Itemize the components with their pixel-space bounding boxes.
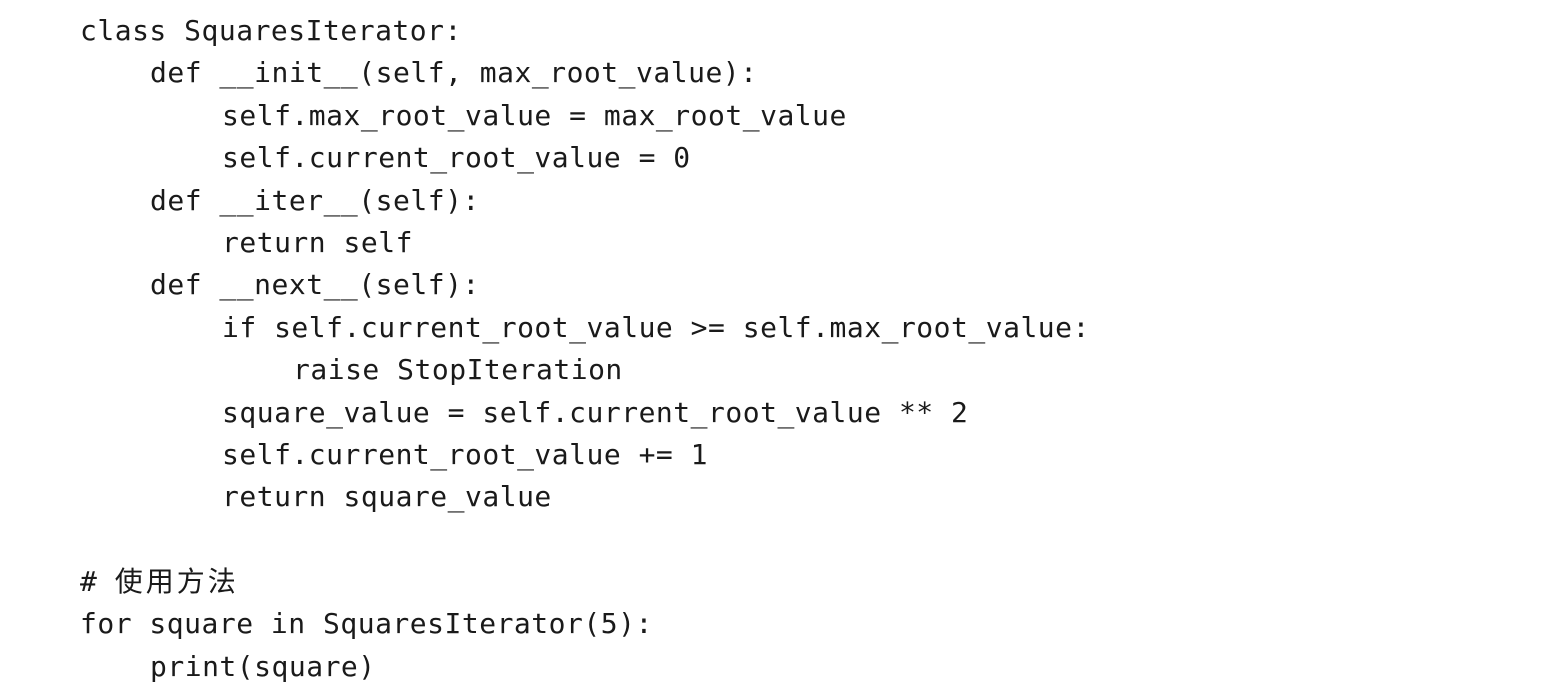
comment-text: 使用方法 <box>114 565 239 599</box>
code-line-7: def __next__(self): <box>150 268 480 302</box>
code-block: class SquaresIterator: def __init__(self… <box>80 10 1520 688</box>
code-line-12: return square_value <box>222 480 552 514</box>
code-line-2: def __init__(self, max_root_value): <box>150 56 758 90</box>
code-line-6: return self <box>222 225 413 259</box>
code-line-blank <box>80 519 1520 561</box>
code-line-15: for square in SquaresIterator(5): <box>80 607 653 641</box>
code-line-4: self.current_root_value = 0 <box>222 141 691 175</box>
code-line-8: if self.current_root_value >= self.max_r… <box>222 310 1090 344</box>
code-line-5: def __iter__(self): <box>150 183 480 217</box>
code-line-3: self.max_root_value = max_root_value <box>222 98 847 132</box>
code-line-1: class SquaresIterator: <box>80 14 462 47</box>
code-line-11: self.current_root_value += 1 <box>222 437 709 471</box>
code-comment-line: # 使用方法 <box>80 561 1520 603</box>
comment-hash: # <box>80 565 115 599</box>
code-line-10: square_value = self.current_root_value *… <box>222 395 969 429</box>
code-line-9: raise StopIteration <box>293 353 623 387</box>
code-line-16: print(square) <box>150 649 376 683</box>
